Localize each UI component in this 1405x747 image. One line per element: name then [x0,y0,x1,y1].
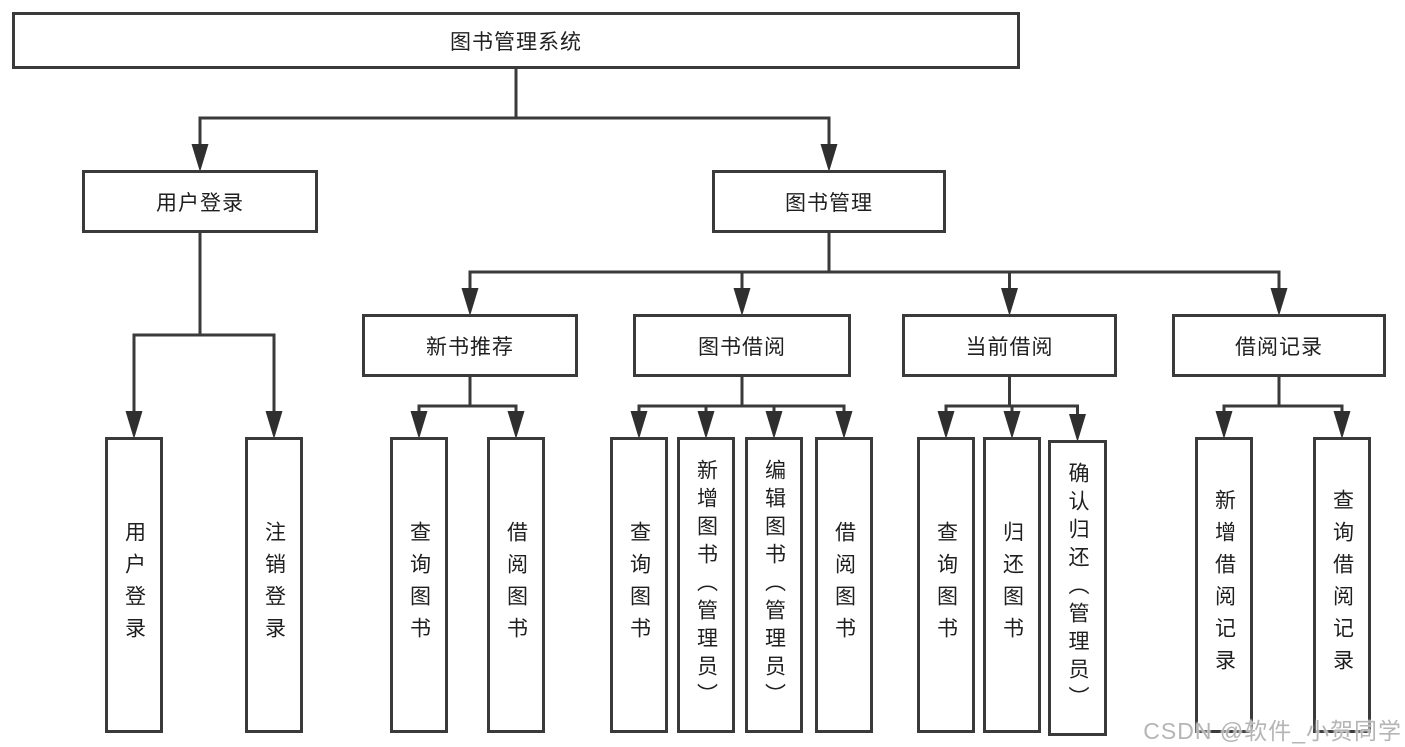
node-query-borrow-record: 查询借阅记录 [1313,437,1371,733]
node-current-borrowing: 当前借阅 [902,314,1117,377]
node-book-borrowing-label: 图书借阅 [698,335,786,359]
node-library-system-label: 图书管理系统 [450,30,582,54]
node-add-borrow-record: 新增借阅记录 [1195,437,1253,733]
node-return-books: 归还图书 [983,437,1041,733]
node-query-borrow-record-label: 查询借阅记录 [1330,489,1354,681]
node-borrow-books-borrowing: 借阅图书 [815,437,873,733]
node-user-login-action-label: 用户登录 [122,521,146,649]
node-book-management-label: 图书管理 [785,191,873,215]
node-borrowing-records: 借阅记录 [1172,314,1386,377]
node-confirm-return-admin-label: 确认归还（管理员） [1066,462,1089,714]
node-book-borrowing: 图书借阅 [633,314,851,377]
node-logout-action: 注销登录 [245,437,303,733]
watermark: CSDN @软件_小贺同学 [1143,718,1402,744]
node-add-books-admin: 新增图书（管理员） [677,437,735,733]
node-library-system: 图书管理系统 [12,12,1020,69]
node-borrow-books-borrowing-label: 借阅图书 [832,521,856,649]
node-add-borrow-record-label: 新增借阅记录 [1212,489,1236,681]
node-user-login-label: 用户登录 [156,191,244,215]
node-query-books-recommend: 查询图书 [390,437,448,733]
node-query-books-current: 查询图书 [917,437,975,733]
node-add-books-admin-label: 新增图书（管理员） [694,459,718,711]
node-current-borrowing-label: 当前借阅 [965,335,1054,359]
node-new-book-recommendation: 新书推荐 [362,314,578,377]
node-new-book-recommendation-label: 新书推荐 [426,335,514,359]
node-query-books-recommend-label: 查询图书 [407,521,431,649]
node-borrow-books-recommend: 借阅图书 [487,437,545,733]
node-return-books-label: 归还图书 [1000,521,1024,649]
node-user-login-action: 用户登录 [105,437,163,733]
node-logout-action-label: 注销登录 [262,521,286,649]
node-edit-books-admin-label: 编辑图书（管理员） [762,459,786,711]
node-borrowing-records-label: 借阅记录 [1235,335,1323,359]
node-query-books-borrowing-label: 查询图书 [627,521,651,649]
node-query-books-current-label: 查询图书 [934,521,958,649]
node-borrow-books-recommend-label: 借阅图书 [504,521,528,649]
node-book-management: 图书管理 [712,170,946,233]
node-edit-books-admin: 编辑图书（管理员） [745,437,803,733]
node-user-login: 用户登录 [82,170,318,233]
node-query-books-borrowing: 查询图书 [610,437,668,733]
node-confirm-return-admin: 确认归还（管理员） [1048,440,1107,736]
